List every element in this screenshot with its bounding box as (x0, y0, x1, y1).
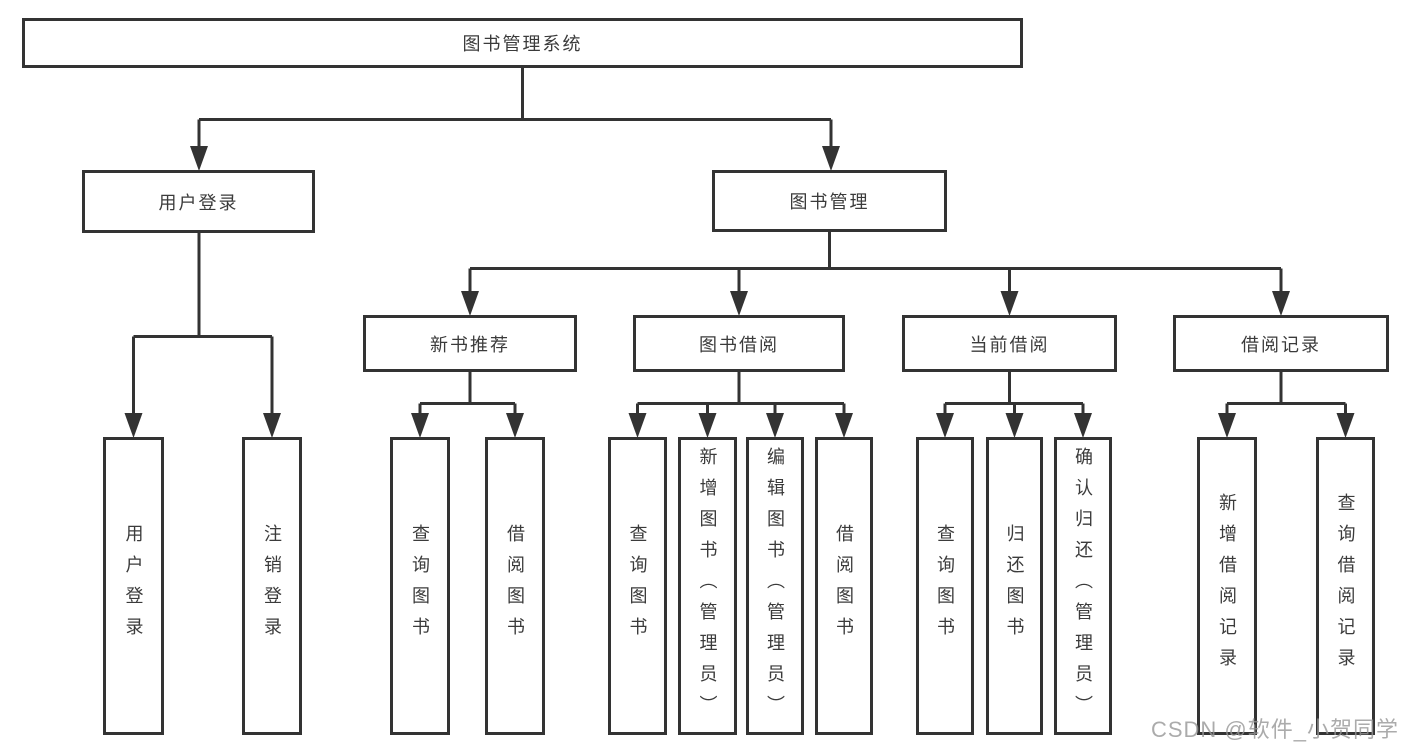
leaf-label: 新增图书（管理员） (697, 446, 718, 726)
leaf-label: 归还图书 (1004, 524, 1025, 648)
leaf-user-login: 用户登录 (103, 437, 164, 735)
node-current-borrowing: 当前借阅 (902, 315, 1117, 372)
arrowhead-icon (1218, 413, 1236, 438)
arrowhead-icon (1336, 413, 1355, 438)
leaf-logout: 注销登录 (242, 437, 302, 735)
leaf-label: 查询图书 (410, 524, 430, 648)
leaf-label: 编辑图书（管理员） (765, 446, 785, 726)
arrowhead-icon (1000, 291, 1019, 316)
leaf-label: 查询图书 (627, 524, 648, 648)
node-label: 图书管理系统 (462, 34, 583, 54)
leaf-borrow-books-recommend: 借阅图书 (485, 437, 545, 735)
leaf-query-books-recommend: 查询图书 (390, 437, 450, 735)
arrowhead-icon (698, 413, 717, 438)
node-label: 用户登录 (158, 192, 239, 213)
node-borrowing-records: 借阅记录 (1173, 315, 1389, 372)
connector-root-to-level2 (197, 68, 833, 152)
leaf-return-books: 归还图书 (986, 437, 1043, 735)
arrowhead-icon (411, 413, 429, 438)
connector-borrow-to-leaves (636, 372, 846, 419)
leaf-borrow-books: 借阅图书 (815, 437, 873, 735)
arrowhead-icon (1074, 413, 1092, 438)
node-book-borrowing: 图书借阅 (633, 315, 845, 372)
arrowhead-icon (263, 413, 281, 438)
connector-current-to-leaves (943, 372, 1085, 419)
node-book-management: 图书管理 (712, 170, 947, 232)
arrowhead-icon (936, 413, 954, 438)
arrowhead-icon (835, 413, 853, 438)
arrowhead-icon (1005, 413, 1024, 438)
leaf-confirm-return-admin: 确认归还（管理员） (1054, 437, 1112, 735)
leaf-label: 注销登录 (262, 524, 282, 648)
leaf-label: 借阅图书 (834, 524, 854, 648)
arrowhead-icon (730, 291, 748, 316)
leaf-edit-books-admin: 编辑图书（管理员） (746, 437, 804, 735)
arrowhead-icon (461, 291, 479, 316)
arrowhead-icon (822, 146, 840, 171)
leaf-query-books-borrowing: 查询图书 (608, 437, 667, 735)
csdn-watermark: CSDN @软件_小贺同学 (1150, 717, 1399, 742)
node-library-system: 图书管理系统 (22, 18, 1023, 68)
leaf-label: 新增借阅记录 (1217, 493, 1237, 679)
leaf-label: 用户登录 (123, 524, 144, 648)
connector-userlogin-to-leaves (132, 233, 274, 419)
leaf-query-books-current: 查询图书 (916, 437, 974, 735)
leaf-label: 借阅图书 (505, 524, 525, 648)
node-user-login: 用户登录 (82, 170, 315, 233)
connector-newbook-to-leaves (418, 372, 517, 419)
leaf-add-borrow-record: 新增借阅记录 (1197, 437, 1257, 735)
node-label: 图书借阅 (699, 334, 779, 355)
leaf-label: 查询图书 (935, 524, 955, 648)
leaf-label: 查询借阅记录 (1335, 493, 1356, 679)
connector-records-to-leaves (1225, 372, 1347, 419)
arrowhead-icon (766, 413, 784, 438)
leaf-label: 确认归还（管理员） (1073, 446, 1093, 726)
node-label: 当前借阅 (969, 334, 1050, 355)
node-label: 新书推荐 (430, 334, 510, 355)
arrowhead-icon (628, 413, 647, 438)
connector-bookmgmt-to-level3 (468, 232, 1283, 297)
leaf-query-borrow-record: 查询借阅记录 (1316, 437, 1375, 735)
arrowhead-icon (506, 413, 524, 438)
arrowhead-icon (1272, 291, 1290, 316)
arrowhead-icon (190, 146, 208, 171)
node-label: 借阅记录 (1241, 334, 1321, 355)
node-label: 图书管理 (789, 192, 870, 212)
arrowhead-icon (124, 413, 143, 438)
node-new-book-recommend: 新书推荐 (363, 315, 577, 372)
leaf-add-books-admin: 新增图书（管理员） (678, 437, 737, 735)
